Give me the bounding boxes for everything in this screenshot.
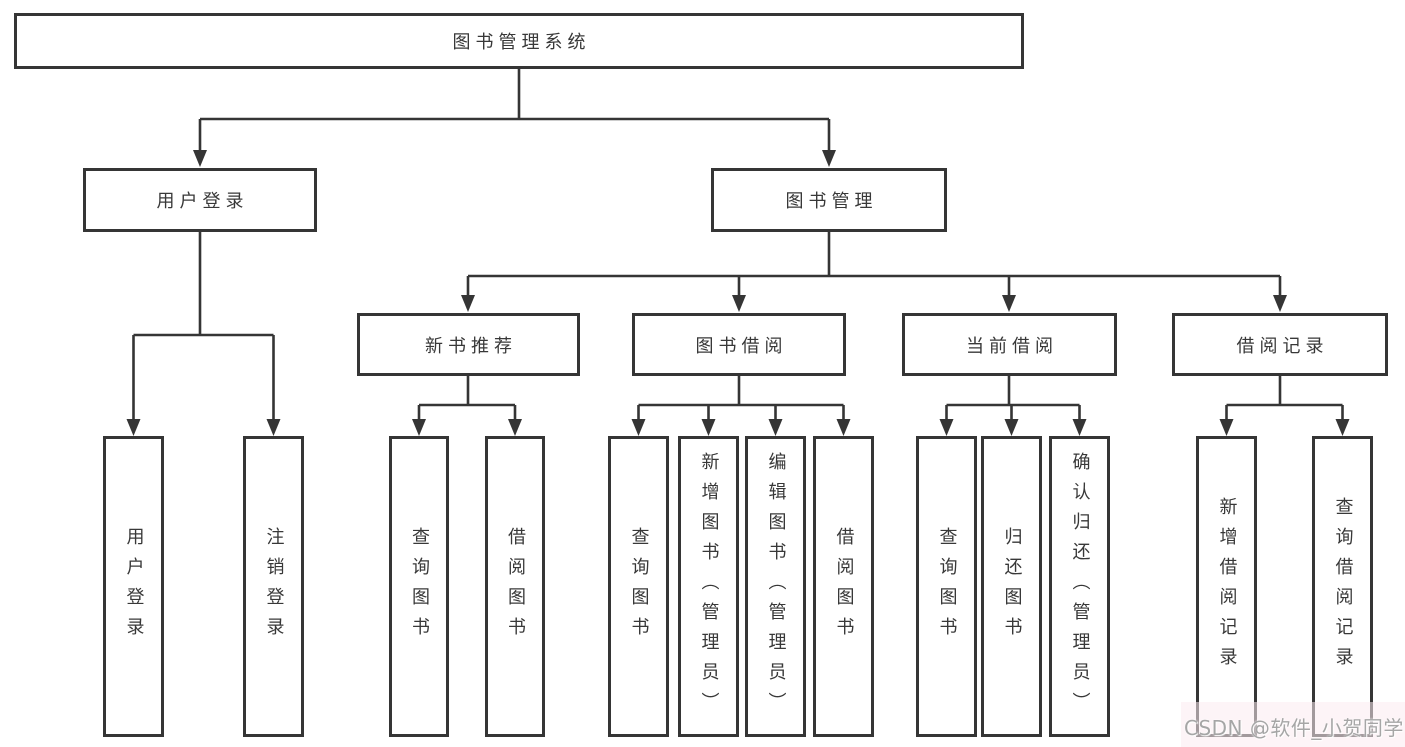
leaf-query-books-3: 查询图书 [916, 436, 977, 737]
arrowhead-leaf-query-books-3 [939, 419, 954, 436]
arrowhead-leaf-add-books [701, 419, 716, 436]
arrowhead-leaf-query-books-2 [631, 419, 646, 436]
leaf-query-borrow-record: 查询借阅记录 [1312, 436, 1373, 737]
node-book-management: 图书管理 [711, 168, 947, 232]
leaf-user-login: 用户登录 [103, 436, 164, 737]
csdn-watermark: CSDN @软件_小贺同学 [1184, 716, 1404, 740]
leaf-query-books-1: 查询图书 [389, 436, 449, 737]
arrowhead-leaf-query-borrow-record [1335, 419, 1350, 436]
node-borrow-records: 借阅记录 [1172, 313, 1388, 376]
arrowhead-leaf-return-books [1004, 419, 1019, 436]
leaf-confirm-return-admin: 确认归还（管理员） [1049, 436, 1110, 737]
node-library-management-system: 图书管理系统 [14, 13, 1024, 69]
connector-book-borrow-branch [637, 374, 845, 421]
leaf-query-books-2: 查询图书 [608, 436, 669, 737]
arrowhead-leaf-user-login [126, 419, 141, 436]
connector-borrow-records-branch [1225, 374, 1344, 421]
node-book-borrow: 图书借阅 [632, 313, 846, 376]
leaf-logout: 注销登录 [243, 436, 304, 737]
connector-new-book-branch [417, 374, 517, 421]
leaf-add-books-admin: 新增图书（管理员） [678, 436, 739, 737]
leaf-add-borrow-record: 新增借阅记录 [1196, 436, 1257, 737]
arrowhead-current-borrow [1002, 295, 1016, 312]
connector-book-management-branch [466, 230, 1282, 297]
node-current-borrow: 当前借阅 [902, 313, 1117, 376]
node-user-login: 用户登录 [83, 168, 317, 232]
leaf-edit-books-admin: 编辑图书（管理员） [745, 436, 806, 737]
arrowhead-leaf-borrow-books-1 [508, 419, 522, 436]
leaf-borrow-books-1: 借阅图书 [485, 436, 545, 737]
arrowhead-leaf-logout [266, 419, 281, 436]
leaf-borrow-books-2: 借阅图书 [813, 436, 874, 737]
arrowhead-leaf-borrow-books-2 [836, 419, 851, 436]
connector-root-to-level2 [198, 66, 831, 152]
node-new-book-recommend: 新书推荐 [357, 313, 580, 376]
leaf-return-books: 归还图书 [981, 436, 1042, 737]
arrowhead-user-login [193, 150, 207, 167]
connector-user-login-branch [132, 230, 275, 421]
arrowhead-book-management [822, 150, 836, 167]
arrowhead-leaf-add-borrow-record [1219, 419, 1234, 436]
connector-current-borrow-branch [945, 374, 1081, 421]
arrowhead-leaf-confirm-return [1072, 419, 1087, 436]
arrowhead-book-borrow [732, 295, 746, 312]
arrowhead-borrow-records [1273, 295, 1287, 312]
arrowhead-leaf-edit-books [768, 419, 783, 436]
arrowhead-new-book [461, 295, 475, 312]
arrowhead-leaf-query-books-1 [412, 419, 426, 436]
